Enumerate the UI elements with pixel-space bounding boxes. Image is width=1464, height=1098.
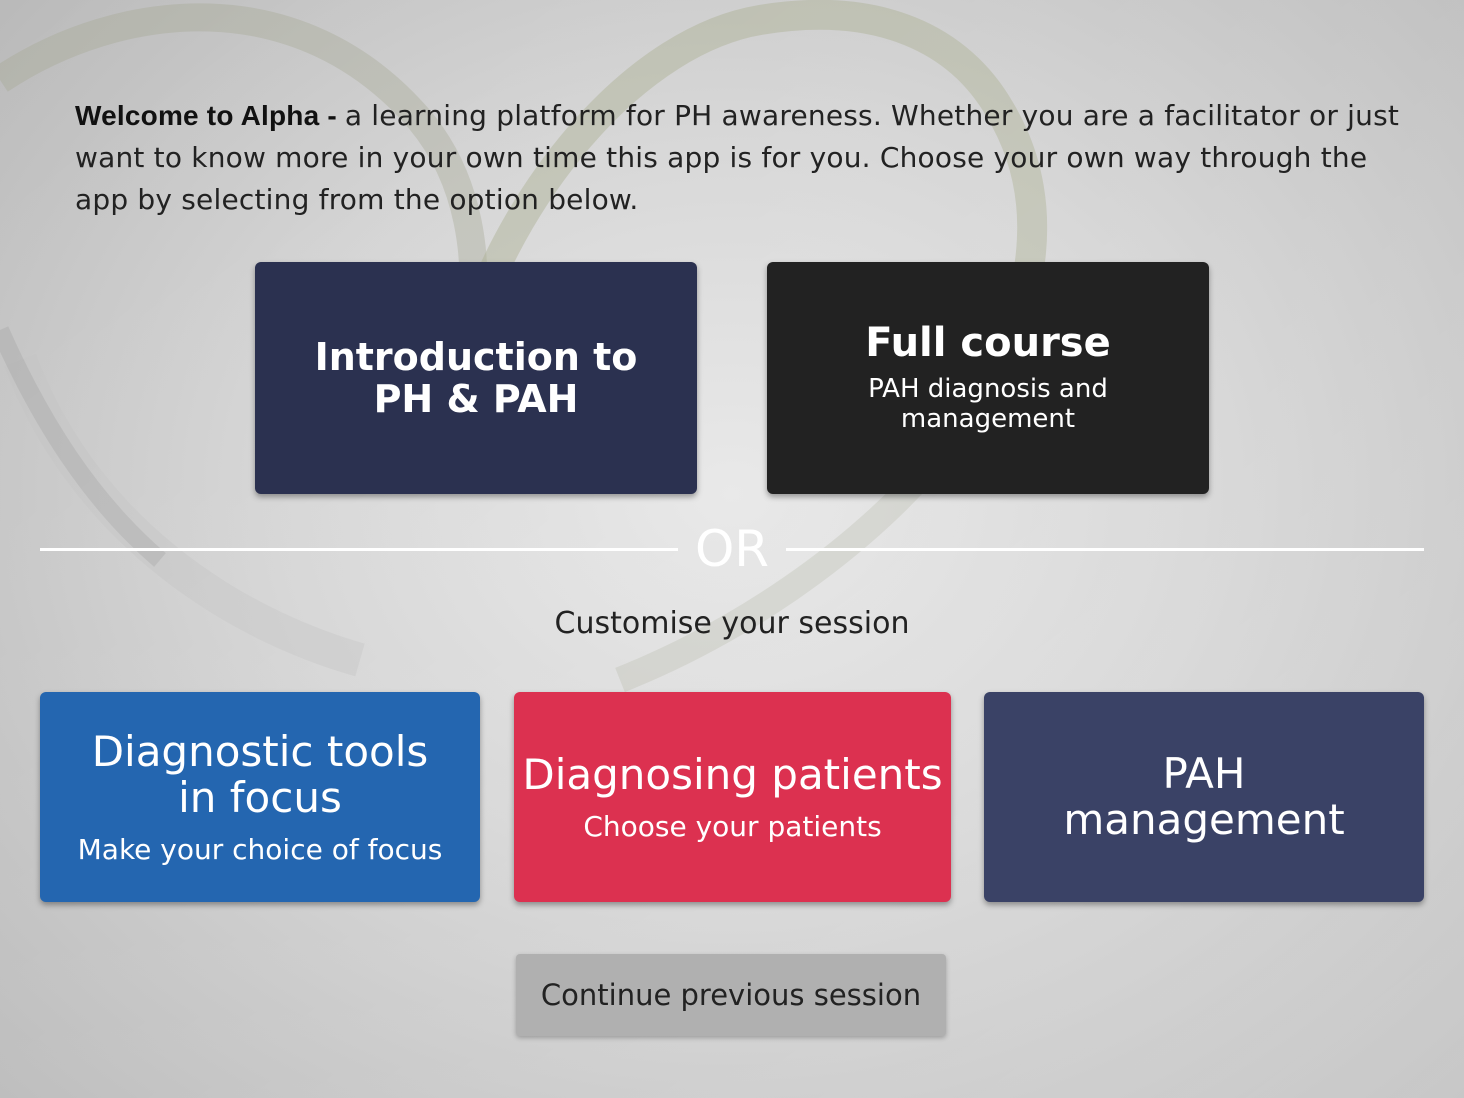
diagnosing-patients-title: Diagnosing patients xyxy=(522,750,943,799)
diagnosing-patients-button[interactable]: Diagnosing patients Choose your patients xyxy=(514,692,951,902)
diagnosing-patients-subtitle: Choose your patients xyxy=(583,810,882,843)
intro-ph-pah-title: Introduction to PH & PAH xyxy=(314,335,638,421)
or-label: OR xyxy=(694,520,770,578)
diagnostic-tools-button[interactable]: Diagnostic tools in focus Make your choi… xyxy=(40,692,480,902)
divider-line-left xyxy=(40,548,678,551)
continue-previous-session-button[interactable]: Continue previous session xyxy=(516,954,946,1036)
full-course-title: Full course xyxy=(865,320,1111,366)
or-divider: OR xyxy=(40,520,1424,580)
pah-management-button[interactable]: PAH management xyxy=(984,692,1424,902)
welcome-body: a learning platform for PH awareness. Wh… xyxy=(75,99,1400,216)
diagnostic-tools-subtitle: Make your choice of focus xyxy=(77,833,443,866)
divider-line-right xyxy=(786,548,1424,551)
pah-management-title: PAH management xyxy=(1063,749,1345,844)
diagnostic-tools-title: Diagnostic tools in focus xyxy=(91,727,429,822)
full-course-subtitle: PAH diagnosis and management xyxy=(868,374,1108,434)
intro-ph-pah-button[interactable]: Introduction to PH & PAH xyxy=(255,262,697,494)
welcome-text: Welcome to Alpha - a learning platform f… xyxy=(75,95,1405,221)
full-course-button[interactable]: Full course PAH diagnosis and management xyxy=(767,262,1209,494)
welcome-lead: Welcome to Alpha - xyxy=(75,100,345,131)
customise-heading: Customise your session xyxy=(554,606,910,641)
